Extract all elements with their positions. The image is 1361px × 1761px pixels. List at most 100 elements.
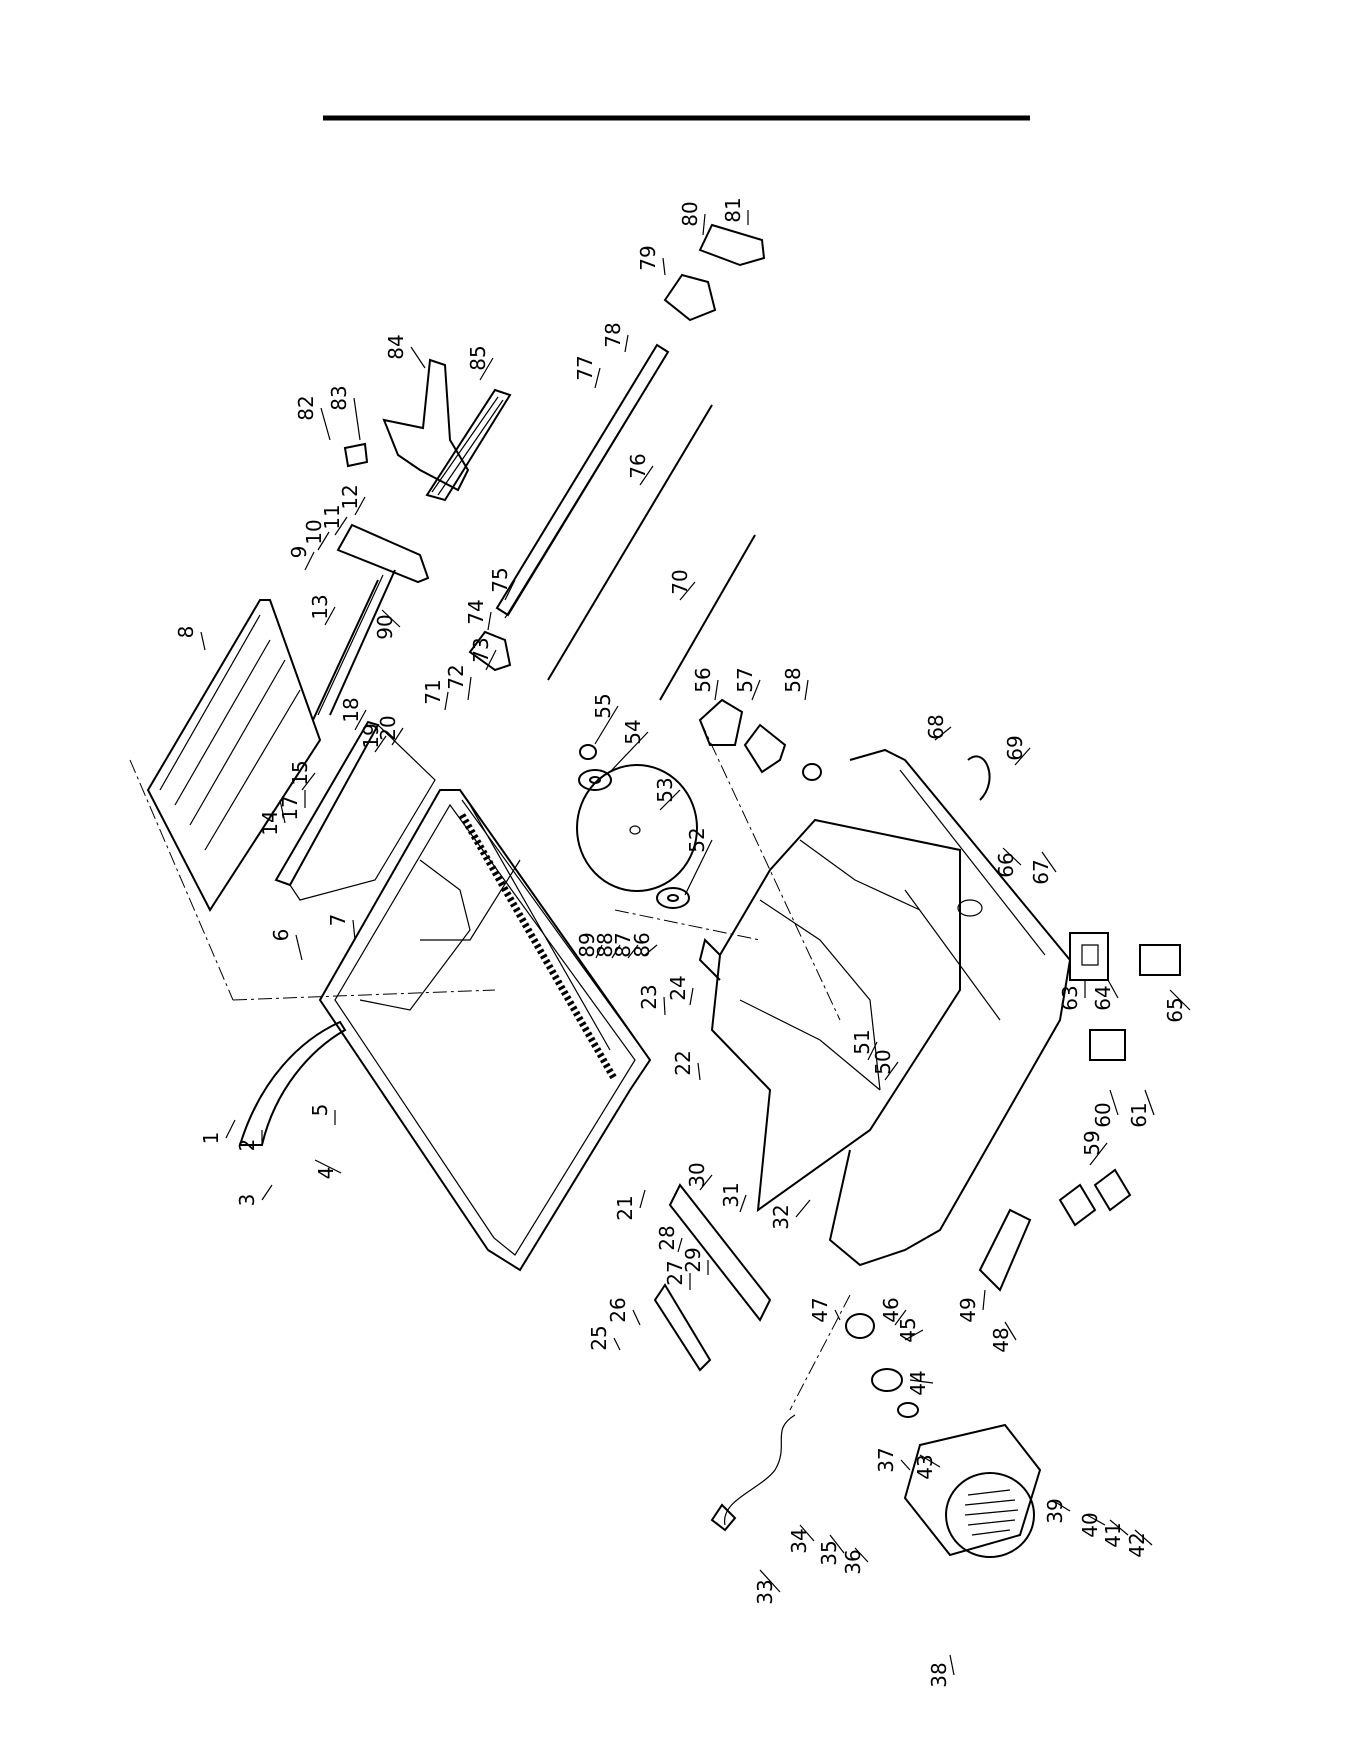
part-number-25: 25	[587, 1325, 611, 1350]
part-number-61: 61	[1127, 1102, 1151, 1127]
leader-82	[321, 408, 330, 440]
motor	[905, 1425, 1040, 1557]
leader-23	[664, 997, 665, 1015]
part-number-83: 83	[327, 385, 351, 410]
part-number-1: 1	[199, 1132, 223, 1145]
part-number-32: 32	[769, 1204, 793, 1229]
fittings-59	[1060, 1170, 1130, 1225]
part-number-49: 49	[956, 1297, 980, 1322]
base-frame	[700, 820, 960, 1210]
leader-26	[633, 1310, 640, 1325]
part-number-84: 84	[384, 334, 408, 359]
leader-58	[805, 680, 808, 700]
part-number-54: 54	[621, 719, 645, 744]
table-top	[320, 790, 650, 1270]
part-number-8: 8	[174, 626, 198, 639]
leader-22	[698, 1063, 700, 1080]
part-number-58: 58	[781, 667, 805, 692]
leader-7	[353, 920, 355, 940]
part-number-6: 6	[269, 929, 293, 942]
part-number-51: 51	[850, 1029, 874, 1054]
part-number-7: 7	[326, 914, 350, 927]
part-number-23: 23	[637, 984, 661, 1009]
leader-37	[901, 1460, 910, 1470]
flange-52	[657, 888, 689, 908]
cutout	[958, 900, 982, 916]
leader-79	[663, 258, 665, 275]
part-number-85: 85	[466, 345, 490, 370]
part-number-38: 38	[927, 1662, 951, 1687]
leader-74	[488, 612, 491, 630]
leader-3	[262, 1185, 272, 1200]
part-number-47: 47	[808, 1297, 832, 1322]
handle-49	[980, 1210, 1030, 1290]
part-number-12: 12	[338, 484, 362, 509]
part-number-64: 64	[1091, 985, 1115, 1010]
part-number-48: 48	[989, 1327, 1013, 1352]
part-number-31: 31	[719, 1182, 743, 1207]
leader-83	[354, 398, 360, 440]
leader-6	[296, 935, 302, 960]
part-number-56: 56	[691, 667, 715, 692]
part-number-13: 13	[308, 594, 332, 619]
part-number-3: 3	[235, 1194, 259, 1207]
part-number-68: 68	[924, 714, 948, 739]
part-number-72: 72	[444, 664, 468, 689]
leader-32	[796, 1200, 810, 1217]
part-number-18: 18	[339, 697, 363, 722]
part-number-53: 53	[653, 777, 677, 802]
bracket-81	[700, 225, 764, 265]
part-number-24: 24	[666, 975, 690, 1000]
part-number-20: 20	[376, 715, 400, 740]
part-number-69: 69	[1003, 735, 1027, 760]
part-number-36: 36	[841, 1549, 865, 1574]
part-number-70: 70	[668, 569, 692, 594]
switch-box	[1070, 933, 1180, 980]
part-number-71: 71	[421, 679, 445, 704]
part-number-37: 37	[874, 1447, 898, 1472]
flange-44	[872, 1369, 902, 1391]
part-number-33: 33	[753, 1579, 777, 1604]
part-number-66: 66	[994, 852, 1018, 877]
part-number-89: 89	[575, 932, 599, 957]
part-number-26: 26	[606, 1297, 630, 1322]
power-cord	[712, 1415, 795, 1530]
leader-72	[468, 677, 471, 700]
leader-lines	[201, 210, 1190, 1675]
part-number-78: 78	[601, 322, 625, 347]
part-number-28: 28	[655, 1225, 679, 1250]
leader-56	[715, 680, 718, 700]
extension-table	[148, 600, 320, 910]
leader-49	[983, 1290, 985, 1310]
pump-parts	[700, 700, 821, 780]
part-number-57: 57	[733, 667, 757, 692]
part-number-9: 9	[287, 546, 311, 559]
part-number-80: 80	[678, 201, 702, 226]
part-number-44: 44	[906, 1370, 930, 1395]
knob-82	[345, 444, 367, 466]
part-number-75: 75	[488, 567, 512, 592]
part-number-21: 21	[613, 1195, 637, 1220]
part-number-90: 90	[373, 614, 397, 639]
rod-76	[548, 405, 712, 680]
part-number-41: 41	[1101, 1522, 1125, 1547]
blade-guard	[240, 1022, 345, 1145]
part-number-77: 77	[573, 355, 597, 380]
handle	[338, 525, 428, 582]
part-number-4: 4	[314, 1167, 338, 1180]
part-number-60: 60	[1091, 1102, 1115, 1127]
leader-84	[411, 347, 425, 368]
part-number-52: 52	[685, 827, 709, 852]
miter-guide	[384, 360, 510, 500]
part-number-74: 74	[464, 599, 488, 624]
part-number-82: 82	[294, 395, 318, 420]
part-number-81: 81	[721, 197, 745, 222]
part-number-63: 63	[1058, 985, 1082, 1010]
part-number-79: 79	[636, 245, 660, 270]
part-number-42: 42	[1125, 1532, 1149, 1557]
part-number-55: 55	[591, 693, 615, 718]
leader-1	[226, 1120, 235, 1138]
part-number-2: 2	[235, 1139, 259, 1152]
leader-25	[614, 1338, 620, 1350]
